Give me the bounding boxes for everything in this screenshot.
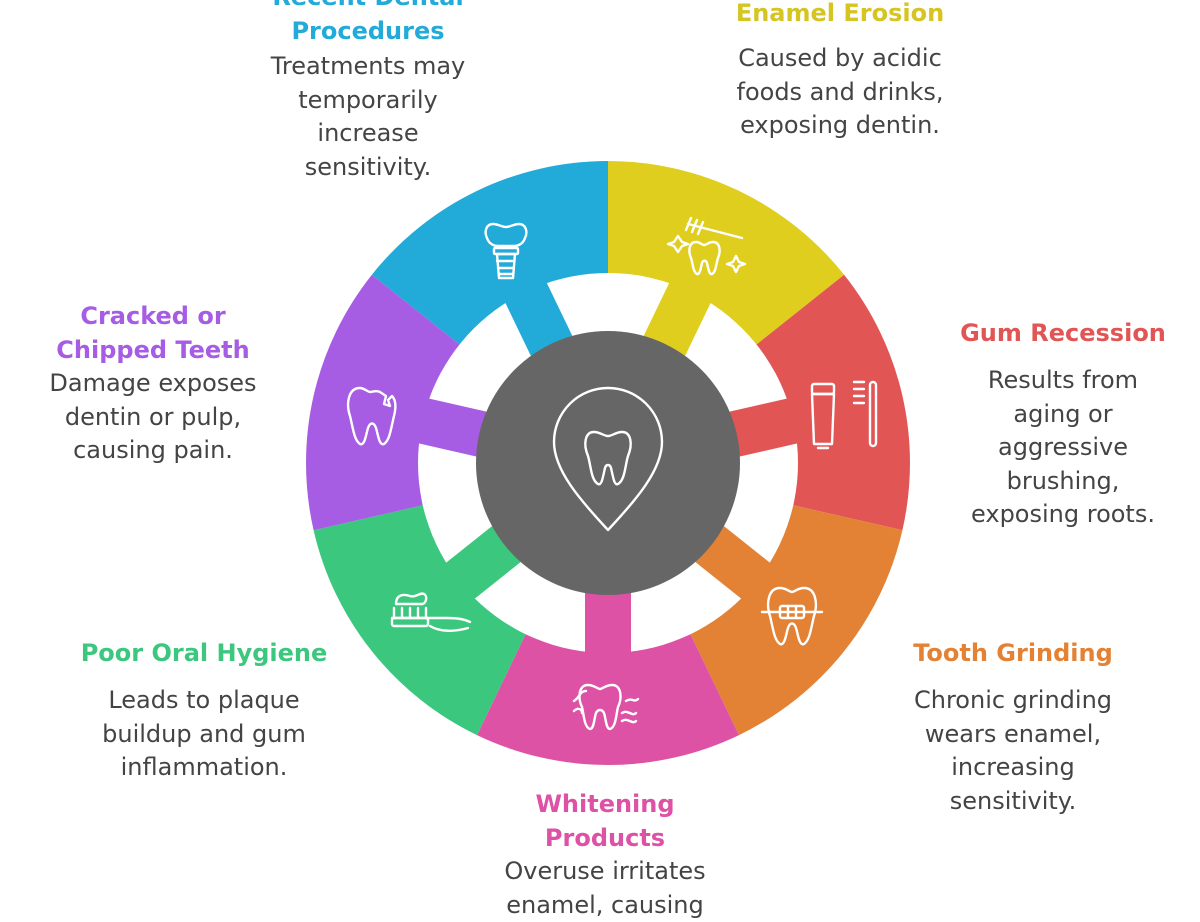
description-line: increasing [863, 751, 1163, 785]
description-poor-oral-hygiene: Leads to plaque buildup and gum inflamma… [54, 684, 354, 785]
description-recent-dental-procedures: Treatments may temporarily increase sens… [218, 50, 518, 184]
title-line: Procedures [218, 14, 518, 48]
description-whitening-products: Overuse irritates enamel, causing [455, 855, 755, 922]
title-whitening-products: Whitening Products [455, 787, 755, 855]
description-line: temporarily [218, 84, 518, 118]
description-line: Chronic grinding [863, 684, 1163, 718]
label-tooth-grinding: Tooth Grinding Chronic grinding wears en… [863, 636, 1163, 818]
title-poor-oral-hygiene: Poor Oral Hygiene [54, 636, 354, 670]
description-line: aging or [913, 398, 1200, 432]
description-cracked-or-chipped-teeth: Damage exposes dentin or pulp, causing p… [3, 367, 303, 468]
description-line: sensitivity. [218, 151, 518, 185]
description-line: foods and drinks, [690, 76, 990, 110]
description-line: aggressive [913, 431, 1200, 465]
description-line: Leads to plaque [54, 684, 354, 718]
title-line: Cracked or [3, 299, 303, 333]
description-line: exposing dentin. [690, 109, 990, 143]
description-gum-recession: Results from aging or aggressive brushin… [913, 364, 1200, 532]
description-line: brushing, [913, 465, 1200, 499]
description-line: sensitivity. [863, 785, 1163, 819]
description-line: exposing roots. [913, 498, 1200, 532]
title-line: Gum Recession [913, 316, 1200, 350]
title-line: Recent Dental [218, 0, 518, 14]
description-line: causing pain. [3, 434, 303, 468]
label-poor-oral-hygiene: Poor Oral Hygiene Leads to plaque buildu… [54, 636, 354, 785]
description-line: Treatments may [218, 50, 518, 84]
description-line: enamel, causing [455, 889, 755, 922]
label-gum-recession: Gum Recession Results from aging or aggr… [913, 316, 1200, 532]
title-tooth-grinding: Tooth Grinding [863, 636, 1163, 670]
title-gum-recession: Gum Recession [913, 316, 1200, 350]
label-whitening-products: Whitening Products Overuse irritates ena… [455, 787, 755, 922]
description-line: increase [218, 117, 518, 151]
description-line: wears enamel, [863, 718, 1163, 752]
title-line: Tooth Grinding [863, 636, 1163, 670]
label-enamel-erosion: Enamel Erosion Caused by acidic foods an… [690, 0, 990, 143]
description-line: Results from [913, 364, 1200, 398]
title-line: Chipped Teeth [3, 333, 303, 367]
title-cracked-or-chipped-teeth: Cracked or Chipped Teeth [3, 299, 303, 367]
description-tooth-grinding: Chronic grinding wears enamel, increasin… [863, 684, 1163, 818]
description-line: inflammation. [54, 751, 354, 785]
description-line: buildup and gum [54, 718, 354, 752]
description-line: dentin or pulp, [3, 401, 303, 435]
center-hub [476, 331, 740, 595]
description-line: Caused by acidic [690, 42, 990, 76]
label-recent-dental-procedures: Recent Dental Procedures Treatments may … [218, 0, 518, 184]
description-enamel-erosion: Caused by acidic foods and drinks, expos… [690, 42, 990, 143]
title-line: Products [455, 821, 755, 855]
title-enamel-erosion: Enamel Erosion [690, 0, 990, 30]
title-line: Enamel Erosion [690, 0, 990, 30]
title-line: Whitening [455, 787, 755, 821]
description-line: Overuse irritates [455, 855, 755, 889]
description-line: Damage exposes [3, 367, 303, 401]
title-line: Poor Oral Hygiene [54, 636, 354, 670]
title-recent-dental-procedures: Recent Dental Procedures [218, 0, 518, 48]
label-cracked-or-chipped-teeth: Cracked or Chipped Teeth Damage exposes … [3, 299, 303, 468]
